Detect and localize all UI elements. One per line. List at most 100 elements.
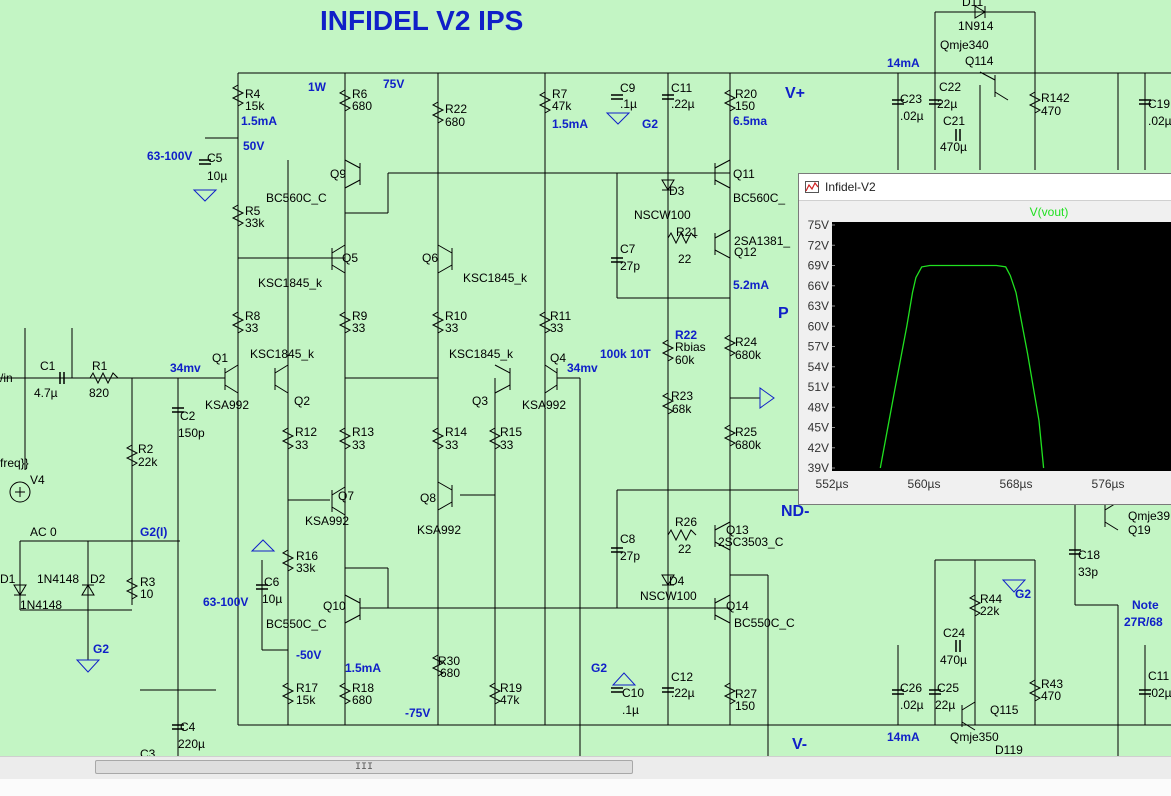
label-C2: C2: [180, 409, 196, 423]
label-D3: D3: [669, 184, 685, 198]
value-R26: 22: [678, 542, 692, 556]
label-C18: C18: [1078, 548, 1100, 562]
value-R18: 680: [352, 693, 372, 707]
label-R9: R9: [352, 309, 368, 323]
part-Q10: BC550C_C: [266, 617, 327, 631]
value-R2: 22k: [138, 455, 158, 469]
waveform-window-title: Infidel-V2: [825, 180, 876, 194]
y-tick-label: 42V: [808, 441, 829, 455]
label-C21: C21: [943, 114, 965, 128]
plot-area: [832, 222, 1171, 471]
label-Q13: Q13: [726, 523, 749, 537]
label-R18: R18: [352, 681, 374, 695]
net-g2-left: G2: [93, 642, 109, 656]
label-C6: C6: [264, 575, 280, 589]
y-tick-label: 63V: [808, 299, 829, 313]
net-34mv-right: 34mv: [567, 361, 598, 375]
value-R12: 33: [295, 438, 309, 452]
label-R142: R142: [1041, 91, 1070, 105]
label-C23: C23: [900, 92, 922, 106]
schematic-canvas[interactable]: INFIDEL V2 IPS R4 15k C5 10µ R5 33k R6 6…: [0, 0, 1171, 756]
horizontal-scrollbar[interactable]: III: [0, 756, 1171, 779]
label-R26: R26: [675, 515, 697, 529]
value-R11: 33: [550, 321, 564, 335]
value-C10: .1µ: [622, 703, 639, 717]
part-Q115: Qmje350: [950, 730, 999, 744]
label-C5: C5: [207, 151, 223, 165]
label-R44: R44: [980, 592, 1002, 606]
rail-vplus: V+: [785, 85, 805, 102]
ac-label: AC 0: [30, 525, 57, 539]
label-Q10: Q10: [323, 599, 346, 613]
label-R30: R30: [438, 654, 460, 668]
label-D1: D1: [0, 572, 16, 586]
label-C12: C12: [671, 670, 693, 684]
label-R8: R8: [245, 309, 261, 323]
rail-labels: V+ V- P ND-: [778, 85, 809, 753]
label-R5: R5: [245, 204, 261, 218]
part-D1: 1N4148: [20, 598, 62, 612]
capacitor-symbols: [59, 94, 1151, 730]
label-V4: V4: [30, 473, 45, 487]
label-R7: R7: [552, 87, 568, 101]
part-Q8: KSA992: [417, 523, 461, 537]
value-R22a: 680: [445, 115, 465, 129]
part-Q11: BC560C_: [733, 191, 785, 205]
value-C25: 22µ: [935, 698, 955, 712]
schematic-title: INFIDEL V2 IPS: [320, 5, 523, 36]
label-R12: R12: [295, 425, 317, 439]
net-g2-right: G2: [1015, 587, 1031, 601]
label-R17: R17: [296, 681, 318, 695]
label-Q114: Q114: [965, 54, 994, 68]
ground-symbols: [75, 112, 1027, 686]
label-D2: D2: [90, 572, 106, 586]
waveform-plot[interactable]: V(vout) 75V72V69V66V63V60V57V54V51V48V45…: [799, 201, 1171, 505]
net-g2i: G2(I): [140, 525, 167, 539]
note-label: Note: [1132, 598, 1159, 612]
net-g2-top: G2: [642, 117, 658, 131]
part-Q5: KSC1845_k: [258, 276, 323, 290]
label-D119: D119: [995, 743, 1023, 756]
label-Q5: Q5: [342, 251, 358, 265]
label-R3: R3: [140, 575, 156, 589]
label-C25: C25: [937, 681, 959, 695]
part-Q7: KSA992: [305, 514, 349, 528]
net-6.5ma: 6.5ma: [733, 114, 767, 128]
part-Q1: KSA992: [205, 398, 249, 412]
net-p: P: [778, 305, 789, 322]
part-Q6: KSC1845_k: [463, 271, 528, 285]
value-C21: 470µ: [940, 140, 967, 154]
net-labels: 1W 75V 1.5mA 1.5mA G2 6.5ma 50V 63-100V …: [93, 56, 1163, 744]
value-R10: 33: [445, 321, 459, 335]
net-g2-bottom: G2: [591, 661, 607, 675]
value-C22: 22µ: [937, 97, 957, 111]
label-R22a: R22: [445, 102, 467, 116]
label-R6: R6: [352, 87, 368, 101]
label-C9: C9: [620, 81, 636, 95]
label-Q9: Q9: [330, 167, 346, 181]
label-Q19: Q19: [1128, 523, 1151, 537]
value-C23: .02µ: [900, 109, 924, 123]
rail-vminus: V-: [792, 736, 807, 753]
value-R27: 150: [735, 699, 755, 713]
value-R25: 680k: [735, 438, 762, 452]
value-C5: 10µ: [207, 169, 227, 183]
label-C26: C26: [900, 681, 922, 695]
waveform-titlebar[interactable]: Infidel-V2: [799, 174, 1171, 201]
part-D1xx: 1N914: [958, 19, 994, 33]
part-Q3: KSC1845_k: [449, 347, 514, 361]
label-R19: R19: [500, 681, 522, 695]
net-1.5ma-bottom: 1.5mA: [345, 661, 381, 675]
net-50v: 50V: [243, 139, 264, 153]
y-tick-label: 54V: [808, 360, 829, 374]
scrollbar-thumb[interactable]: III: [95, 760, 633, 774]
y-tick-label: 57V: [808, 340, 829, 354]
trace-name[interactable]: V(vout): [1030, 205, 1069, 219]
value-R4: 15k: [245, 99, 265, 113]
value-R21: 22: [678, 252, 692, 266]
value-R8: 33: [245, 321, 259, 335]
label-Q2: Q2: [294, 394, 310, 408]
value-R24: 680k: [735, 348, 762, 362]
